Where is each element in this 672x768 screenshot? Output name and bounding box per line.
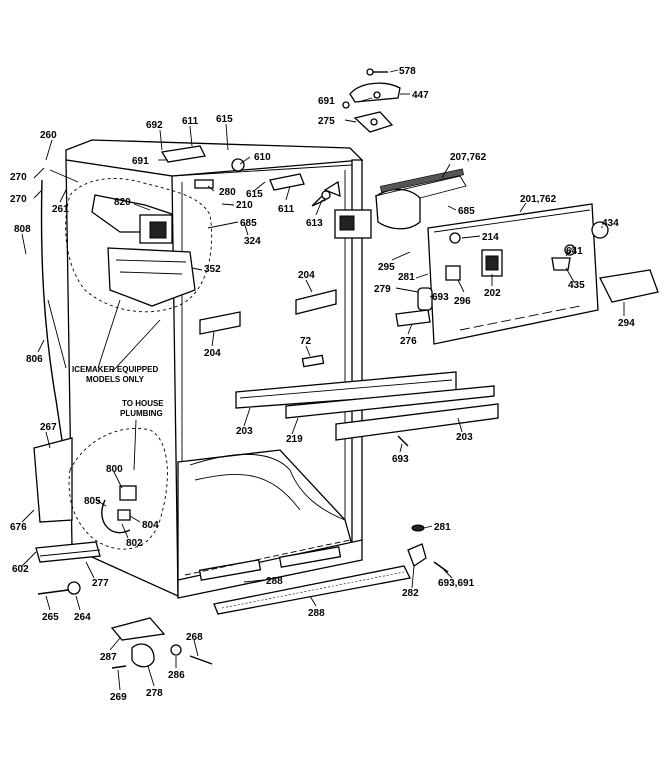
label-804: 804: [142, 520, 159, 531]
label-277: 277: [92, 578, 109, 589]
label-210: 210: [236, 200, 253, 211]
label-204: 204: [298, 270, 315, 281]
label-201-762: 201,762: [520, 194, 557, 205]
label-287: 287: [100, 652, 117, 663]
label-296: 296: [454, 296, 471, 307]
notes: ICEMAKER EQUIPPED MODELS ONLY TO HOUSE P…: [72, 365, 164, 418]
label-276: 276: [400, 336, 417, 347]
label-447: 447: [412, 90, 429, 101]
control-housing: [160, 145, 467, 239]
label-610: 610: [254, 152, 271, 163]
label-281: 281: [398, 272, 415, 283]
label-214: 214: [482, 232, 499, 243]
label-641: 641: [566, 246, 583, 257]
label-820: 820: [114, 197, 131, 208]
label-282: 282: [402, 588, 419, 599]
label-288: 288: [308, 608, 325, 619]
label-260: 260: [40, 130, 57, 141]
label-676: 676: [10, 522, 27, 533]
label-806: 806: [26, 354, 43, 365]
label-280: 280: [219, 187, 236, 198]
label-288: 288: [266, 576, 283, 587]
note-plumbing-line1: TO HOUSE: [122, 399, 164, 408]
label-602: 602: [12, 564, 29, 575]
label-265: 265: [42, 612, 59, 623]
label-219: 219: [286, 434, 303, 445]
label-294: 294: [618, 318, 635, 329]
label-685: 685: [458, 206, 475, 217]
label-203: 203: [236, 426, 253, 437]
label-808: 808: [14, 224, 31, 235]
rails-and-brackets: [199, 287, 499, 441]
label-692: 692: [146, 120, 163, 131]
label-269: 269: [110, 692, 127, 703]
label-268: 268: [186, 632, 203, 643]
label-72: 72: [300, 336, 312, 347]
label-613: 613: [306, 218, 323, 229]
label-264: 264: [74, 612, 91, 623]
label-434: 434: [602, 218, 619, 229]
icemaker-assembly: [65, 178, 213, 313]
label-435: 435: [568, 280, 585, 291]
leader-lines: [21, 69, 625, 691]
label-578: 578: [399, 66, 416, 77]
label-324: 324: [244, 236, 261, 247]
label-352: 352: [204, 264, 221, 275]
note-icemaker-line1: ICEMAKER EQUIPPED: [72, 365, 158, 374]
label-693-691: 693,691: [438, 578, 475, 589]
label-270: 270: [10, 172, 27, 183]
label-267: 267: [40, 422, 57, 433]
label-802: 802: [126, 538, 143, 549]
side-tubing: [33, 169, 168, 563]
label-685: 685: [240, 218, 257, 229]
label-693: 693: [432, 292, 449, 303]
label-207-762: 207,762: [450, 152, 487, 163]
label-275: 275: [318, 116, 335, 127]
label-615: 615: [216, 114, 233, 125]
label-281: 281: [434, 522, 451, 533]
label-270: 270: [10, 194, 27, 205]
label-202: 202: [484, 288, 501, 299]
label-279: 279: [374, 284, 391, 295]
part-labels: 578 691 447 275 260 692 611 615 691 610 …: [10, 66, 635, 703]
bottom-parts: [37, 435, 449, 669]
label-691: 691: [318, 96, 335, 107]
label-800: 800: [106, 464, 123, 475]
top-right-parts: [342, 68, 401, 133]
label-278: 278: [146, 688, 163, 699]
label-691: 691: [132, 156, 149, 167]
label-295: 295: [378, 262, 395, 273]
label-805: 805: [84, 496, 101, 507]
label-611: 611: [278, 204, 295, 215]
note-icemaker-line2: MODELS ONLY: [86, 375, 145, 384]
label-611: 611: [182, 116, 199, 127]
label-693: 693: [392, 454, 409, 465]
label-615: 615: [246, 189, 263, 200]
label-203: 203: [456, 432, 473, 443]
label-261: 261: [52, 204, 69, 215]
note-plumbing-line2: PLUMBING: [120, 409, 163, 418]
label-204: 204: [204, 348, 221, 359]
label-286: 286: [168, 670, 185, 681]
